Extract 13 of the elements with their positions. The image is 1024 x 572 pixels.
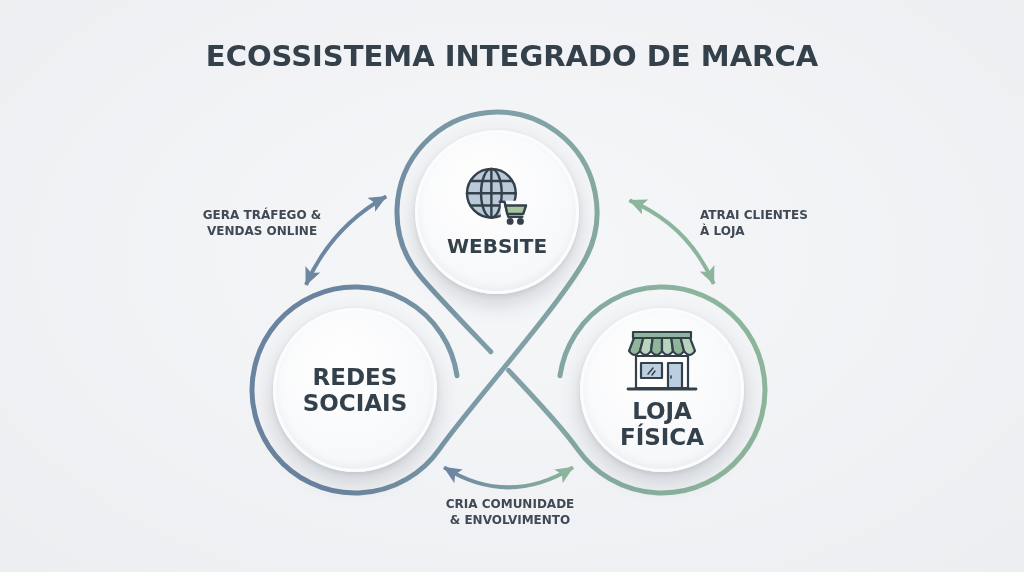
- double-arrow: [443, 465, 574, 490]
- node-disc: [580, 308, 744, 472]
- diagram-title: ECOSSISTEMA INTEGRADO DE MARCA: [205, 38, 819, 74]
- edge-label: GERA TRÁFEGO & VENDAS ONLINE: [201, 208, 323, 239]
- double-arrow: [628, 198, 716, 285]
- edge-label: CRIA COMUNIDADE & ENVOLVIMENTO: [444, 497, 576, 528]
- node-disc: [273, 308, 437, 472]
- node-label: LOJA FÍSICA: [618, 398, 706, 450]
- double-arrow: [304, 194, 388, 286]
- edge-label: ATRAI CLIENTES À LOJA: [700, 208, 809, 239]
- node-label: REDES SOCIAIS: [301, 364, 409, 416]
- node-disc: [415, 130, 579, 294]
- node-label: WEBSITE: [446, 235, 548, 257]
